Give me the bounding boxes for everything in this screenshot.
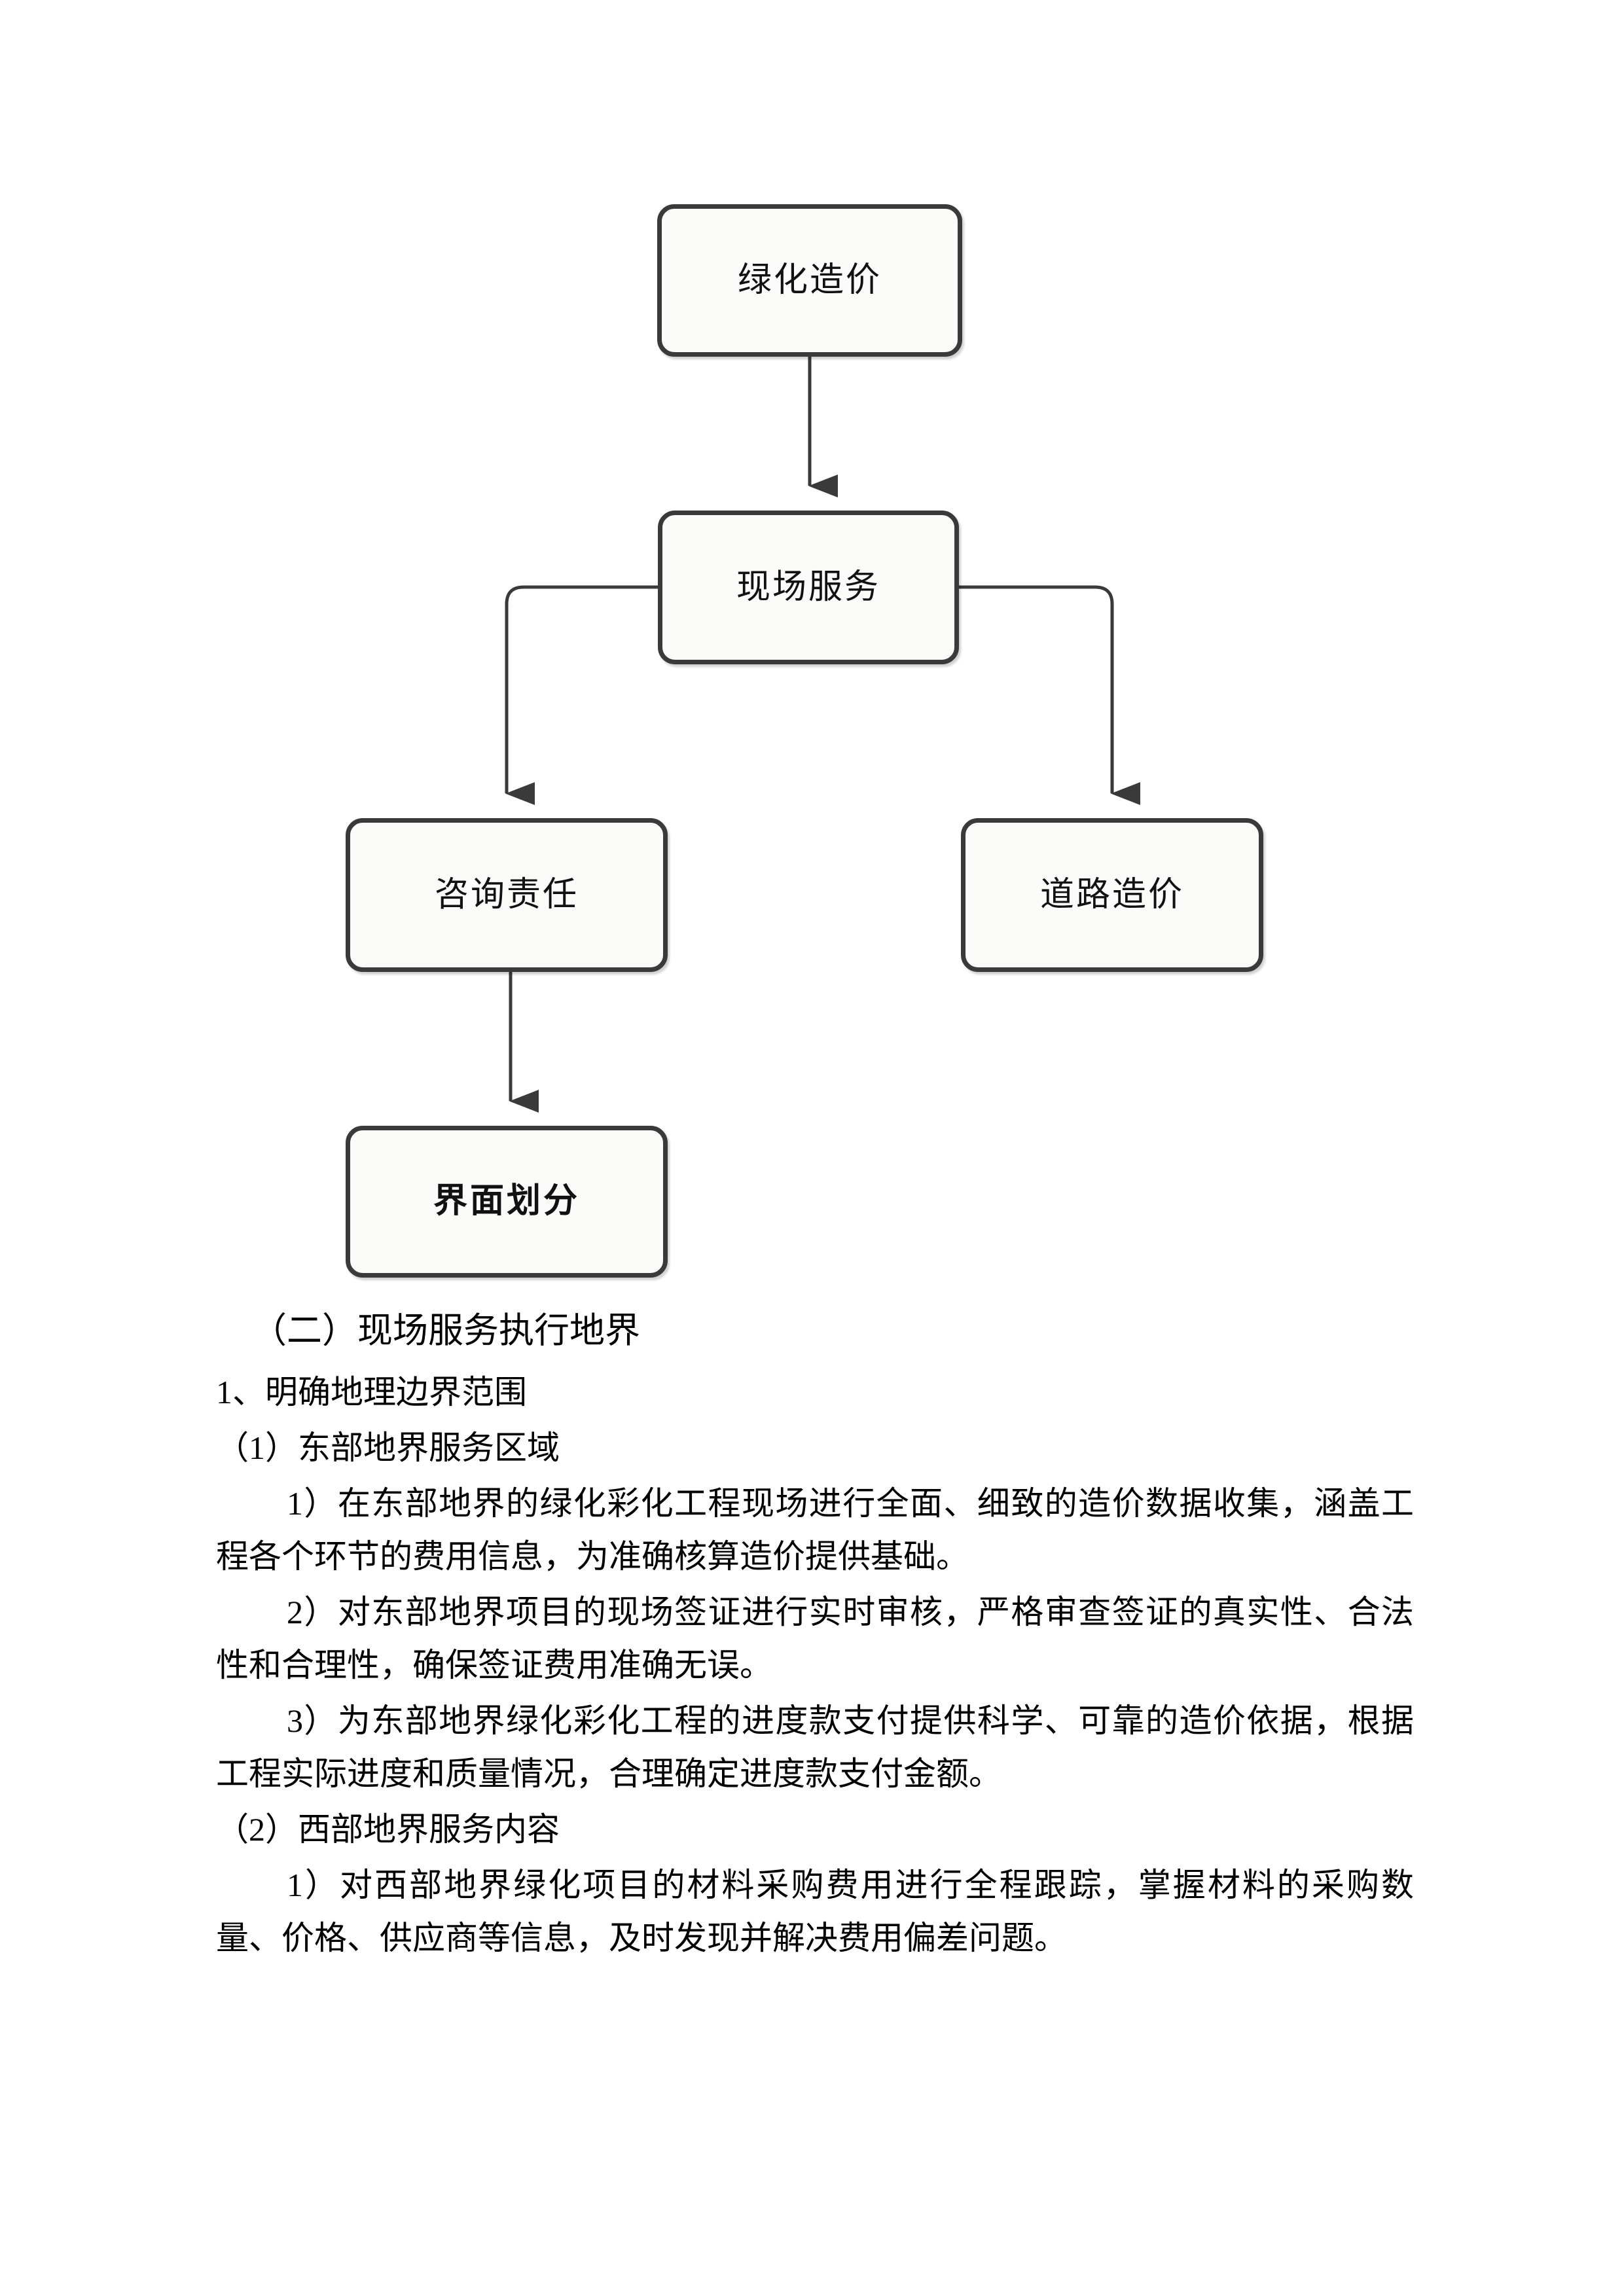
document-body: （二）现场服务执行地界 1、明确地理边界范围 （1）东部地界服务区域 1）在东部… <box>216 1302 1414 1967</box>
node-lvhua-zaojia[interactable]: 绿化造价 <box>657 204 962 357</box>
paragraph-1: 1、明确地理边界范围 <box>216 1374 527 1411</box>
node-label: 绿化造价 <box>737 261 882 299</box>
paragraph-3: 1）在东部地界的绿化彩化工程现场进行全面、细致的造价数据收集，涵盖工程各个环节的… <box>216 1485 1414 1575</box>
node-label: 界面划分 <box>433 1183 580 1221</box>
node-daolu-zaojia[interactable]: 道路造价 <box>961 818 1263 972</box>
paragraph-6: （2）西部地界服务内容 <box>216 1811 560 1848</box>
node-xianchang-fuwu[interactable]: 现场服务 <box>658 511 959 664</box>
flowchart-diagram: 绿化造价 现场服务 咨询责任 道路造价 界面划分 <box>346 204 1263 1278</box>
edge-xianchang-to-daolu <box>959 585 1141 805</box>
paragraph-5: 3）为东部地界绿化彩化工程的进度款支付提供科学、可靠的造价依据，根据工程实际进度… <box>216 1702 1414 1793</box>
paragraph-7: 1）对西部地界绿化项目的材料采购费用进行全程跟踪，掌握材料的采购数量、价格、供应… <box>216 1867 1414 1957</box>
node-label: 现场服务 <box>736 568 880 606</box>
edge-xianchang-to-zixun <box>505 585 658 805</box>
node-zixun-zeren[interactable]: 咨询责任 <box>346 818 668 972</box>
flowchart-connectors <box>505 357 1141 1113</box>
node-jiemian-huafen[interactable]: 界面划分 <box>346 1126 668 1278</box>
node-label: 咨询责任 <box>434 876 579 914</box>
node-label: 道路造价 <box>1039 876 1184 914</box>
paragraph-4: 2）对东部地界项目的现场签证进行实时审核，严格审查签证的真实性、合法性和合理性，… <box>216 1594 1414 1684</box>
paragraph-2: （1）东部地界服务区域 <box>216 1429 560 1467</box>
section-heading: （二）现场服务执行地界 <box>251 1311 640 1350</box>
